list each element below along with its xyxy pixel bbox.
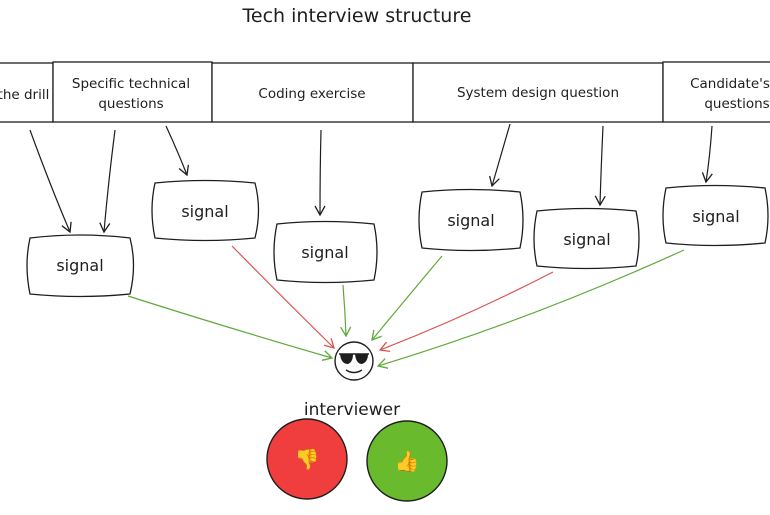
signal-label: signal [447, 211, 494, 230]
arrow-candidate-to-signal-6 [701, 125, 713, 184]
positive-signal-arrow [127, 295, 334, 361]
signal-box: signal [533, 207, 640, 270]
stage-box-system-design-question: System design question [412, 62, 664, 123]
stage-label-line-1: Candidate's [690, 76, 770, 92]
signal-box: signal [273, 220, 378, 284]
signal-label: signal [301, 243, 348, 262]
signal-to-interviewer-arrows [127, 245, 685, 369]
arrow-system-to-signal-4 [489, 123, 511, 188]
arrow-system-to-signal-5 [594, 125, 606, 207]
interviewer-label: interviewer [304, 400, 400, 420]
positive-signal-arrow [340, 284, 352, 338]
stage-box-coding-exercise: Coding exercise [211, 62, 414, 123]
positive-signal-arrow [371, 255, 443, 342]
sunglasses-face-icon [334, 341, 374, 381]
stage-label: Coding exercise [258, 86, 365, 102]
negative-signal-arrow [231, 245, 335, 349]
stage-label: System design question [457, 85, 619, 101]
stage-box-candidates-questions: Candidate's questions [662, 61, 770, 123]
signal-label: signal [181, 202, 228, 221]
arrow-coding-to-signal-3 [314, 129, 326, 217]
stage-label-line-2: questions [704, 96, 769, 112]
signal-box: signal [151, 179, 260, 242]
arrow-technical-to-signal-2 [165, 125, 190, 177]
positive-signal-arrow [376, 249, 685, 369]
signal-box: signal [662, 184, 769, 247]
thumbs-down-icon: 👎 [295, 447, 320, 471]
signal-label: signal [692, 207, 739, 226]
stage-to-signal-arrows [29, 123, 713, 234]
thumbs-up-button[interactable]: 👍 [366, 420, 448, 502]
stage-label-line-2: questions [98, 96, 163, 112]
stage-box-specific-technical-questions: Specific technical questions [52, 61, 213, 123]
stage-label-line-1: Specific technical [72, 76, 190, 92]
signal-box: signal [26, 234, 135, 298]
negative-signal-arrow [378, 271, 554, 353]
thumbs-up-icon: 👍 [395, 449, 420, 473]
arrow-drill-to-signal-1 [29, 129, 72, 234]
thumbs-down-button[interactable]: 👎 [266, 418, 348, 500]
arrow-technical-to-signal-1 [99, 129, 116, 234]
stage-box-the-drill: ...the drill [0, 62, 54, 123]
diagram-title: Tech interview structure [242, 5, 472, 27]
signal-label: signal [563, 230, 610, 249]
signal-label: signal [56, 256, 103, 275]
signal-box: signal [418, 188, 524, 252]
stage-label: ...the drill [0, 87, 49, 103]
